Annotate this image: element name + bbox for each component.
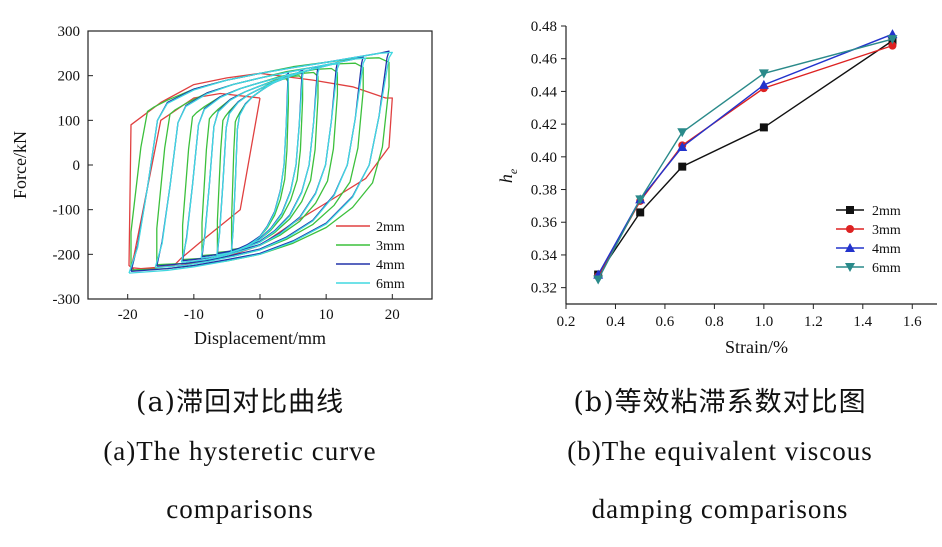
data-point-2mm bbox=[759, 123, 768, 132]
x-tick-label-b: 1.6 bbox=[903, 314, 922, 330]
caption-b-en-1: (b)The equivalent viscous bbox=[567, 436, 873, 466]
series-line-3mm bbox=[597, 44, 893, 277]
legend-label-3mm: 3mm bbox=[872, 223, 901, 238]
legend-label-4mm: 4mm bbox=[872, 242, 901, 257]
data-point-2mm bbox=[636, 208, 645, 217]
x-axis-label-b: Strain/% bbox=[725, 337, 788, 357]
data-point-2mm bbox=[678, 162, 687, 171]
y-tick-label-b: 0.44 bbox=[531, 84, 558, 100]
y-tick-label-a: -200 bbox=[53, 247, 81, 263]
x-tick-label-b: 0.2 bbox=[557, 314, 576, 330]
y-tick-label-a: 100 bbox=[58, 113, 81, 129]
x-tick-label-b: 1.0 bbox=[754, 314, 773, 330]
legend-label-6mm: 6mm bbox=[872, 261, 901, 276]
series-line-6mm bbox=[230, 73, 290, 253]
series-line-3mm bbox=[230, 78, 290, 251]
legend-marker-3mm bbox=[846, 225, 854, 233]
caption-b-cn: (b)等效粘滞系数对比图 bbox=[573, 387, 867, 418]
y-tick-label-a: -100 bbox=[53, 203, 81, 219]
data-point-4mm bbox=[677, 142, 688, 152]
series-line-6mm bbox=[128, 51, 393, 274]
y-axis-label-b-sub: e bbox=[506, 168, 520, 174]
x-tick-label-b: 0.6 bbox=[656, 314, 675, 330]
caption-a-cn: (a)滞回对比曲线 bbox=[135, 387, 345, 418]
y-tick-label-b: 0.32 bbox=[531, 281, 557, 297]
x-tick-label-a: 10 bbox=[319, 307, 334, 323]
y-tick-label-b: 0.48 bbox=[531, 19, 557, 35]
x-tick-label-a: -10 bbox=[184, 307, 204, 323]
data-point-6mm bbox=[593, 275, 604, 285]
y-tick-label-b: 0.40 bbox=[531, 150, 557, 166]
data-point-6mm bbox=[635, 195, 646, 205]
caption-b-en-2: damping comparisons bbox=[591, 494, 849, 524]
y-axis-label-b: he bbox=[496, 168, 520, 183]
x-tick-label-a: -20 bbox=[118, 307, 138, 323]
x-tick-label-b: 0.4 bbox=[606, 314, 625, 330]
x-tick-label-b: 0.8 bbox=[705, 314, 724, 330]
legend-label-3mm: 3mm bbox=[376, 239, 405, 254]
data-point-6mm bbox=[887, 35, 898, 45]
data-point-4mm bbox=[758, 79, 769, 89]
legend-marker-2mm bbox=[846, 206, 854, 214]
x-tick-label-a: 0 bbox=[256, 307, 264, 323]
y-tick-label-a: 200 bbox=[58, 69, 81, 85]
caption-a-en-1: (a)The hysteretic curve bbox=[103, 436, 377, 466]
y-tick-label-a: -300 bbox=[53, 292, 81, 308]
x-axis-label-a: Displacement/mm bbox=[194, 328, 326, 348]
x-tick-label-a: 20 bbox=[385, 307, 400, 323]
legend-label-2mm: 2mm bbox=[376, 220, 405, 235]
legend-label-6mm: 6mm bbox=[376, 277, 405, 292]
y-tick-label-b: 0.46 bbox=[531, 52, 558, 68]
x-tick-label-b: 1.4 bbox=[853, 314, 872, 330]
legend-marker-4mm bbox=[845, 243, 855, 252]
legend-label-2mm: 2mm bbox=[872, 204, 901, 219]
y-tick-label-b: 0.38 bbox=[531, 183, 557, 199]
series-line-6mm bbox=[597, 38, 893, 280]
legend-marker-6mm bbox=[845, 263, 855, 272]
data-point-6mm bbox=[758, 69, 769, 79]
y-axis-label-a: Force/kN bbox=[10, 131, 30, 199]
y-tick-label-b: 0.34 bbox=[531, 248, 558, 264]
series-line-6mm bbox=[154, 57, 367, 269]
series-line-6mm bbox=[180, 63, 341, 263]
y-axis-label-b-main: h bbox=[496, 174, 516, 183]
legend-label-4mm: 4mm bbox=[376, 258, 405, 273]
x-tick-label-b: 1.2 bbox=[804, 314, 823, 330]
y-tick-label-b: 0.36 bbox=[531, 215, 558, 231]
data-point-6mm bbox=[677, 128, 688, 138]
series-line-2mm bbox=[597, 40, 893, 275]
caption-a-en-2: comparisons bbox=[166, 494, 314, 524]
y-tick-label-a: 0 bbox=[73, 158, 81, 174]
y-tick-label-b: 0.42 bbox=[531, 117, 557, 133]
data-point-3mm bbox=[888, 41, 897, 50]
y-tick-label-a: 300 bbox=[58, 24, 81, 40]
